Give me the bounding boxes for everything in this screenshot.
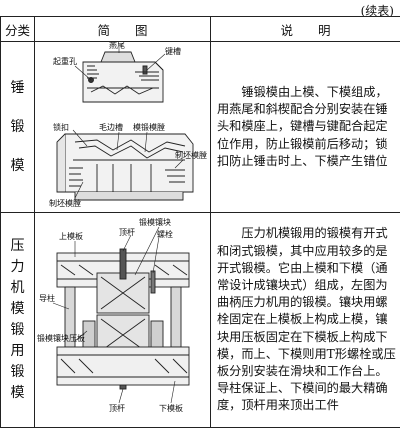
label-upper-plate: 上模板 <box>59 231 83 241</box>
table-row-hammer-die: 锤 锻 模 <box>1 42 400 213</box>
header-category: 分类 <box>1 17 35 42</box>
category-cell: 锤 锻 模 <box>1 42 35 213</box>
label-insert-top: 锻模镶块 <box>139 217 171 227</box>
label-lifting-pin: 起重孔 <box>53 56 77 66</box>
label-blocking-cavity-right: 制坯模膛 <box>175 150 207 160</box>
label-swallowtail: 燕尾 <box>109 42 125 50</box>
header-figure: 简 图 <box>35 17 211 42</box>
press-die-figure: 锻模镶块 上模板 顶杆 螺栓 导柱 锻模镶块压板 顶杆 下模板 <box>35 213 211 428</box>
label-guide-pin: 导柱 <box>39 293 55 303</box>
header-row: 分类 简 图 说 明 <box>1 17 400 42</box>
label-bolt: 螺栓 <box>157 229 173 239</box>
label-insert-plate: 锻模镶块压板 <box>37 333 85 343</box>
label-key-slot: 键槽 <box>165 46 181 56</box>
hammer-die-diagram: 燕尾 键槽 起重孔 锁扣 毛边槽 模锻模膛 制坯模膛 制坯模膛 <box>35 42 211 208</box>
category-cell: 压 力 机 模 锻 用 锻 模 <box>1 213 35 428</box>
label-flash-groove: 毛边槽 <box>99 122 123 132</box>
label-blocking-cavity: 制坯模膛 <box>49 198 81 208</box>
table-row-press-die: 压 力 机 模 锻 用 锻 模 <box>1 213 400 428</box>
label-ejector-bottom: 顶杆 <box>109 403 125 413</box>
label-ejector-top: 顶杆 <box>119 227 135 237</box>
press-die-description: 压力机模锻用的锻模有开式和闭式锻模，其中应用较多的是开式锻模。它由上模和下模（通… <box>211 213 400 428</box>
die-table: 分类 简 图 说 明 锤 锻 模 <box>0 16 400 428</box>
hammer-die-description: 锤锻模由上模、下模组成，用燕尾和斜楔配合分别安装在锤头和模座上，键槽与键配合起定… <box>211 42 400 213</box>
label-lower-plate: 下模板 <box>159 403 183 413</box>
label-forming-cavity: 模锻模膛 <box>133 122 165 132</box>
hammer-die-figure: 燕尾 键槽 起重孔 锁扣 毛边槽 模锻模膛 制坯模膛 制坯模膛 <box>35 42 211 213</box>
header-description: 说 明 <box>211 17 400 42</box>
label-lock: 锁扣 <box>53 122 69 132</box>
press-die-diagram: 锻模镶块 上模板 顶杆 螺栓 导柱 锻模镶块压板 顶杆 下模板 <box>35 213 211 423</box>
